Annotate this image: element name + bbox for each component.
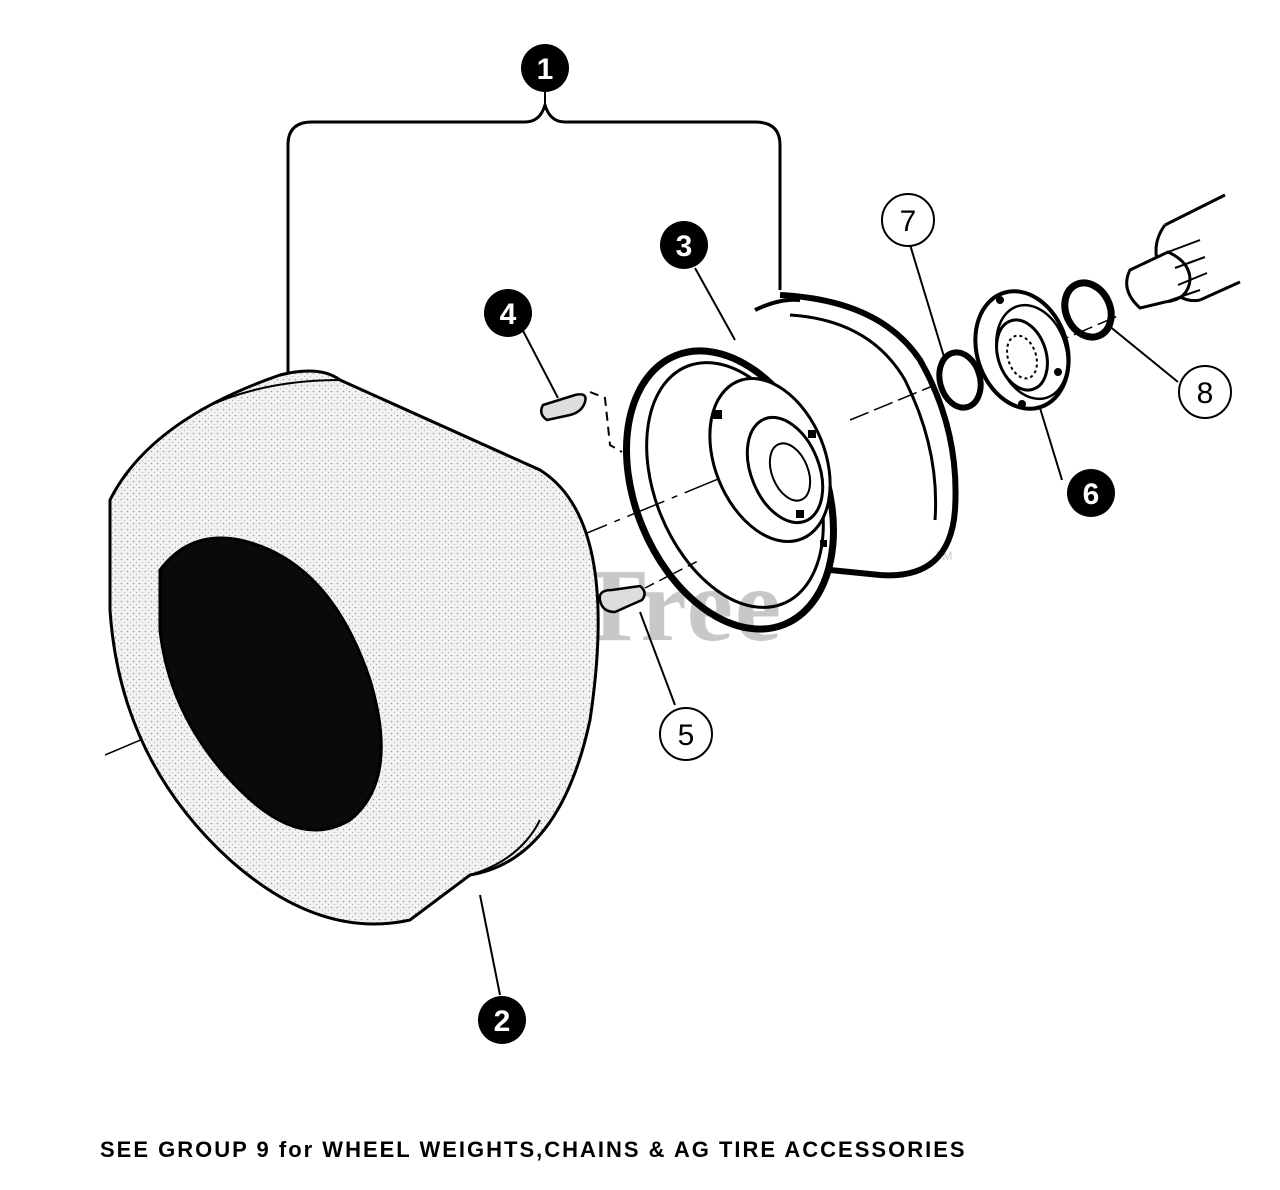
footer-note: SEE GROUP 9 for WHEEL WEIGHTS,CHAINS & A… bbox=[100, 1137, 967, 1162]
callout-6-label: 6 bbox=[1083, 478, 1100, 511]
valve-stem bbox=[539, 391, 623, 453]
callout-3: 3 bbox=[660, 221, 708, 269]
callout-7: 7 bbox=[881, 193, 935, 247]
callout-1-label: 1 bbox=[537, 53, 554, 86]
callout-5-label: 5 bbox=[678, 719, 695, 752]
callout-8-label: 8 bbox=[1197, 377, 1214, 410]
assembly-bracket bbox=[286, 99, 782, 375]
axle-shaft bbox=[1125, 193, 1241, 310]
tire bbox=[108, 369, 600, 926]
callout-6: 6 bbox=[1067, 469, 1115, 517]
callout-3-label: 3 bbox=[676, 230, 693, 263]
callout-4: 4 bbox=[484, 289, 532, 337]
callout-2-label: 2 bbox=[494, 1005, 511, 1038]
callout-7-label: 7 bbox=[900, 205, 917, 238]
spacer-ring bbox=[1061, 279, 1115, 341]
hub bbox=[973, 289, 1071, 411]
retaining-ring bbox=[936, 349, 984, 411]
wheel-rim bbox=[623, 292, 959, 633]
callout-1: 1 bbox=[521, 44, 569, 92]
callout-4-label: 4 bbox=[500, 298, 517, 331]
lug-bolt bbox=[598, 559, 701, 614]
leader-lines bbox=[479, 92, 1179, 996]
callout-2: 2 bbox=[478, 996, 526, 1044]
callout-5: 5 bbox=[659, 707, 713, 761]
callout-8: 8 bbox=[1178, 365, 1232, 419]
